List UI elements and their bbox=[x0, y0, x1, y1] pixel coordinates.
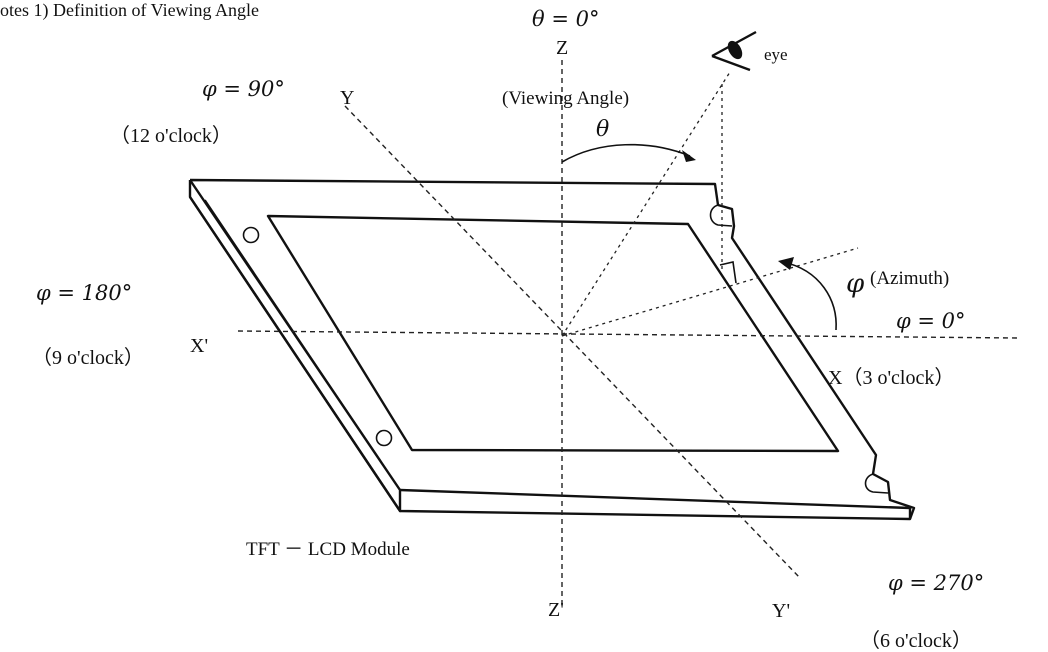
figure-heading: otes 1) Definition of Viewing Angle bbox=[0, 0, 259, 21]
panel-thickness-inner-edge bbox=[204, 199, 401, 491]
label-phi-90: φ = 90° bbox=[202, 77, 285, 101]
label-eye: eye bbox=[764, 45, 788, 64]
x-axis-line bbox=[237, 330, 1019, 339]
eye-icon bbox=[711, 30, 757, 72]
label-y-prime: Y' bbox=[772, 600, 790, 622]
panel-notch-top bbox=[709, 204, 733, 227]
axes bbox=[237, 60, 1019, 606]
azimuth-projection-line bbox=[561, 247, 859, 337]
label-azimuth: (Azimuth) bbox=[870, 268, 949, 289]
label-phi-180: φ = 180° bbox=[36, 281, 132, 305]
label-viewing-angle: (Viewing Angle) bbox=[502, 88, 629, 109]
label-clock-6: （6 o'clock） bbox=[860, 629, 972, 652]
label-theta: θ bbox=[596, 117, 609, 142]
mounting-hole-bottom bbox=[375, 429, 393, 447]
view-direction-line bbox=[561, 71, 731, 337]
panel-top-face bbox=[188, 178, 916, 521]
label-y-axis: Y bbox=[340, 87, 354, 109]
phi-arrowhead bbox=[778, 257, 794, 270]
y-axis-line bbox=[344, 105, 801, 579]
label-clock-9: （9 o'clock） bbox=[32, 346, 144, 369]
panel-notch-bottom bbox=[864, 473, 889, 494]
mounting-hole-top bbox=[242, 226, 260, 244]
label-z-axis: Z bbox=[556, 37, 568, 59]
label-phi: φ bbox=[846, 269, 865, 299]
display-area bbox=[266, 214, 840, 453]
label-x-axis: X（3 o'clock） bbox=[828, 366, 954, 389]
label-x-prime: X' bbox=[190, 335, 208, 357]
label-phi-270: φ = 270° bbox=[888, 571, 984, 595]
label-theta-zero: θ = 0° bbox=[532, 7, 599, 31]
panel-notch-side bbox=[719, 261, 737, 284]
label-phi-0: φ = 0° bbox=[896, 309, 966, 333]
phi-arc bbox=[782, 261, 837, 331]
theta-arrowhead bbox=[682, 150, 696, 162]
panel-front-edge bbox=[189, 179, 402, 513]
label-module: TFT － LCD Module bbox=[246, 539, 410, 560]
panel-bottom-edge bbox=[399, 488, 911, 510]
label-z-prime: Z' bbox=[548, 599, 564, 621]
theta-arc bbox=[561, 143, 691, 163]
label-clock-12: （12 o'clock） bbox=[110, 124, 232, 147]
lcd-module-panel bbox=[188, 178, 916, 521]
